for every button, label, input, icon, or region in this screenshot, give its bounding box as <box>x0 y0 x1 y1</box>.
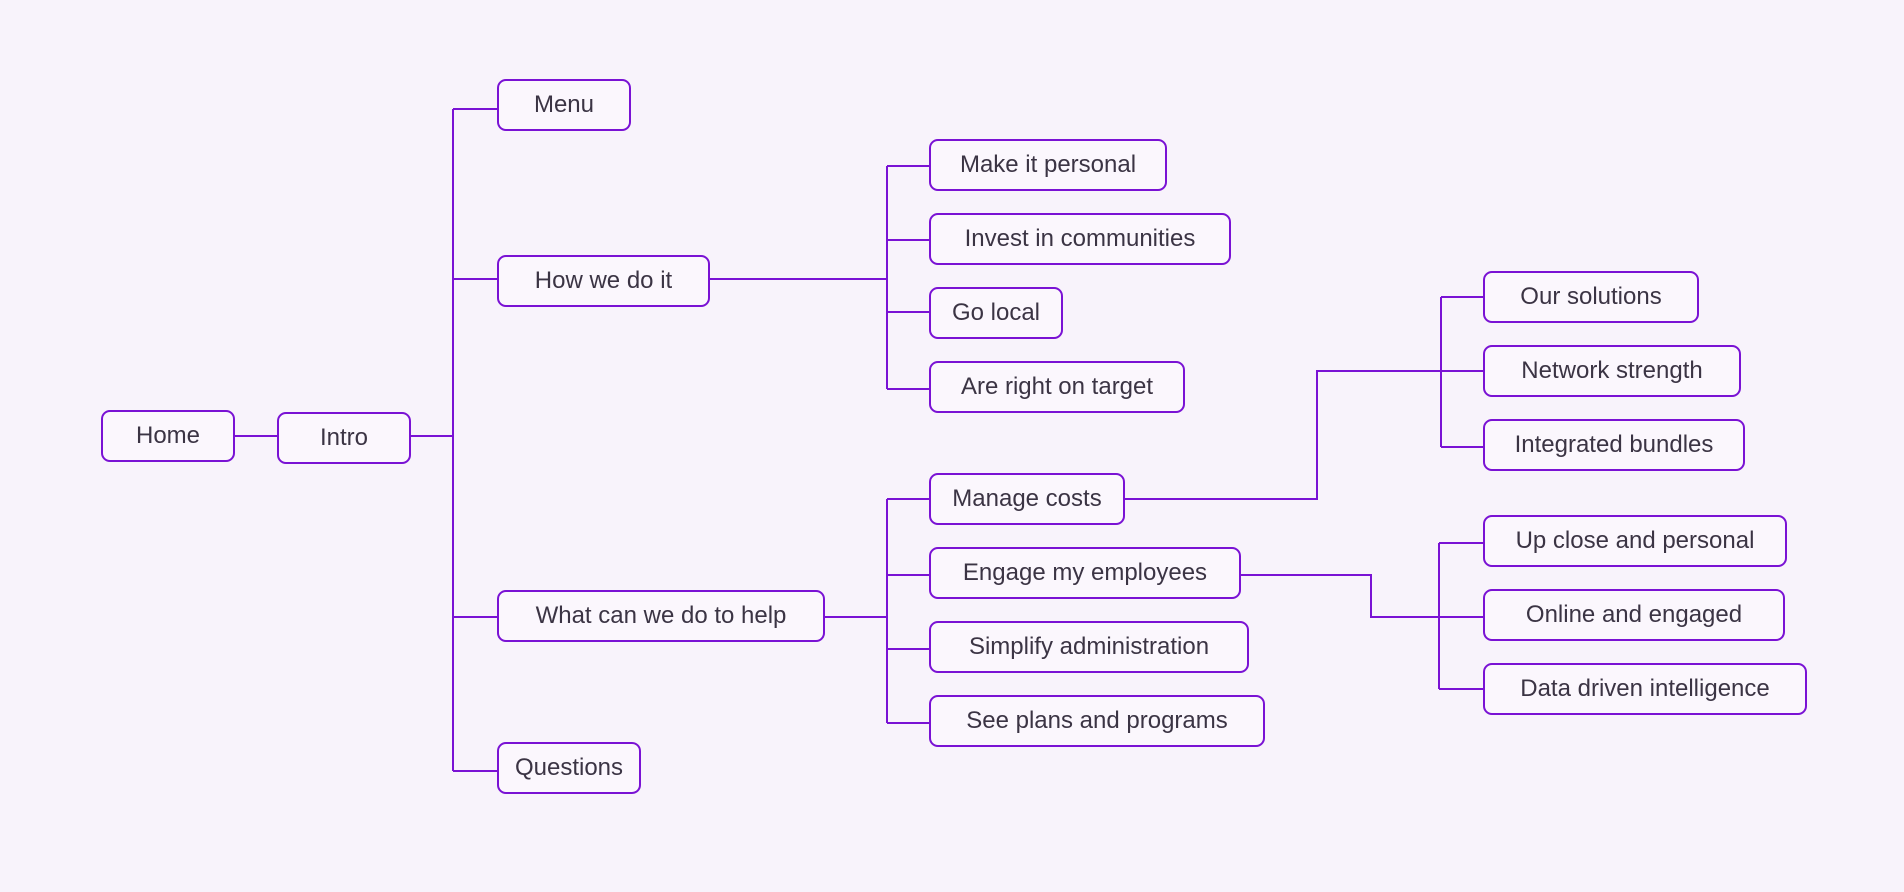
node-home[interactable]: Home <box>101 410 235 462</box>
node-engage-my-employees[interactable]: Engage my employees <box>929 547 1241 599</box>
node-online-and-engaged[interactable]: Online and engaged <box>1483 589 1785 641</box>
node-go-local[interactable]: Go local <box>929 287 1063 339</box>
node-integrated-bundles[interactable]: Integrated bundles <box>1483 419 1745 471</box>
node-network-strength[interactable]: Network strength <box>1483 345 1741 397</box>
connector-engage-trunk <box>1241 574 1439 618</box>
node-see-plans-and-programs[interactable]: See plans and programs <box>929 695 1265 747</box>
node-simplify-administration[interactable]: Simplify administration <box>929 621 1249 673</box>
node-are-right-on-target[interactable]: Are right on target <box>929 361 1185 413</box>
node-manage-costs[interactable]: Manage costs <box>929 473 1125 525</box>
node-our-solutions[interactable]: Our solutions <box>1483 271 1699 323</box>
node-what-can-we-do-to-help[interactable]: What can we do to help <box>497 590 825 642</box>
connector-manage-costs-trunk <box>1125 370 1441 500</box>
node-questions[interactable]: Questions <box>497 742 641 794</box>
node-data-driven-intelligence[interactable]: Data driven intelligence <box>1483 663 1807 715</box>
node-intro[interactable]: Intro <box>277 412 411 464</box>
node-make-it-personal[interactable]: Make it personal <box>929 139 1167 191</box>
node-how-we-do-it[interactable]: How we do it <box>497 255 710 307</box>
node-menu[interactable]: Menu <box>497 79 631 131</box>
node-invest-in-communities[interactable]: Invest in communities <box>929 213 1231 265</box>
node-up-close-and-personal[interactable]: Up close and personal <box>1483 515 1787 567</box>
